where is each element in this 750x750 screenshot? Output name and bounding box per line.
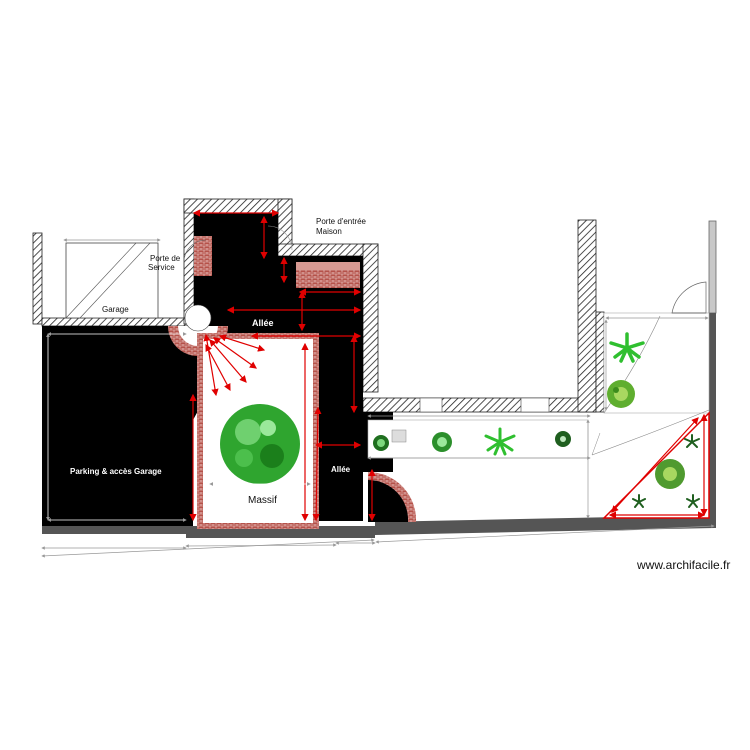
parking-label: Parking & accès Garage <box>70 467 162 476</box>
porte-entree-label-1: Porte d'entrée <box>316 217 367 226</box>
porte-service-label-1: Porte de <box>150 254 181 263</box>
garage-area: Garage <box>65 242 159 319</box>
watermark: www.archifacile.fr <box>637 558 731 572</box>
dimension-lines <box>189 209 708 522</box>
round-shrub-icon <box>220 404 300 484</box>
porte-service-label-2: Service <box>148 263 175 272</box>
shrub-icon <box>373 435 389 451</box>
porte-entree-label-2: Maison <box>316 227 342 236</box>
doors <box>183 225 293 263</box>
shrub-icon <box>432 432 452 452</box>
garage-label: Garage <box>102 305 129 314</box>
shrub-icon <box>607 380 635 408</box>
allee-top-label: Allée <box>252 318 274 328</box>
palm-icon <box>484 427 516 456</box>
palm-icon <box>609 332 645 363</box>
courtyard <box>591 281 710 519</box>
exterior-walls <box>32 198 717 413</box>
white-dimensions <box>46 332 311 522</box>
shrub-icon <box>555 431 571 447</box>
massif-label: Massif <box>248 495 277 506</box>
shrub-icon <box>655 459 685 489</box>
allee-right-label: Allée <box>331 465 351 474</box>
grey-dimensions <box>41 238 715 558</box>
door-arc <box>267 225 293 251</box>
massif-bed: Massif <box>203 339 313 523</box>
door-arc <box>183 239 207 263</box>
garden-strip <box>367 419 589 459</box>
